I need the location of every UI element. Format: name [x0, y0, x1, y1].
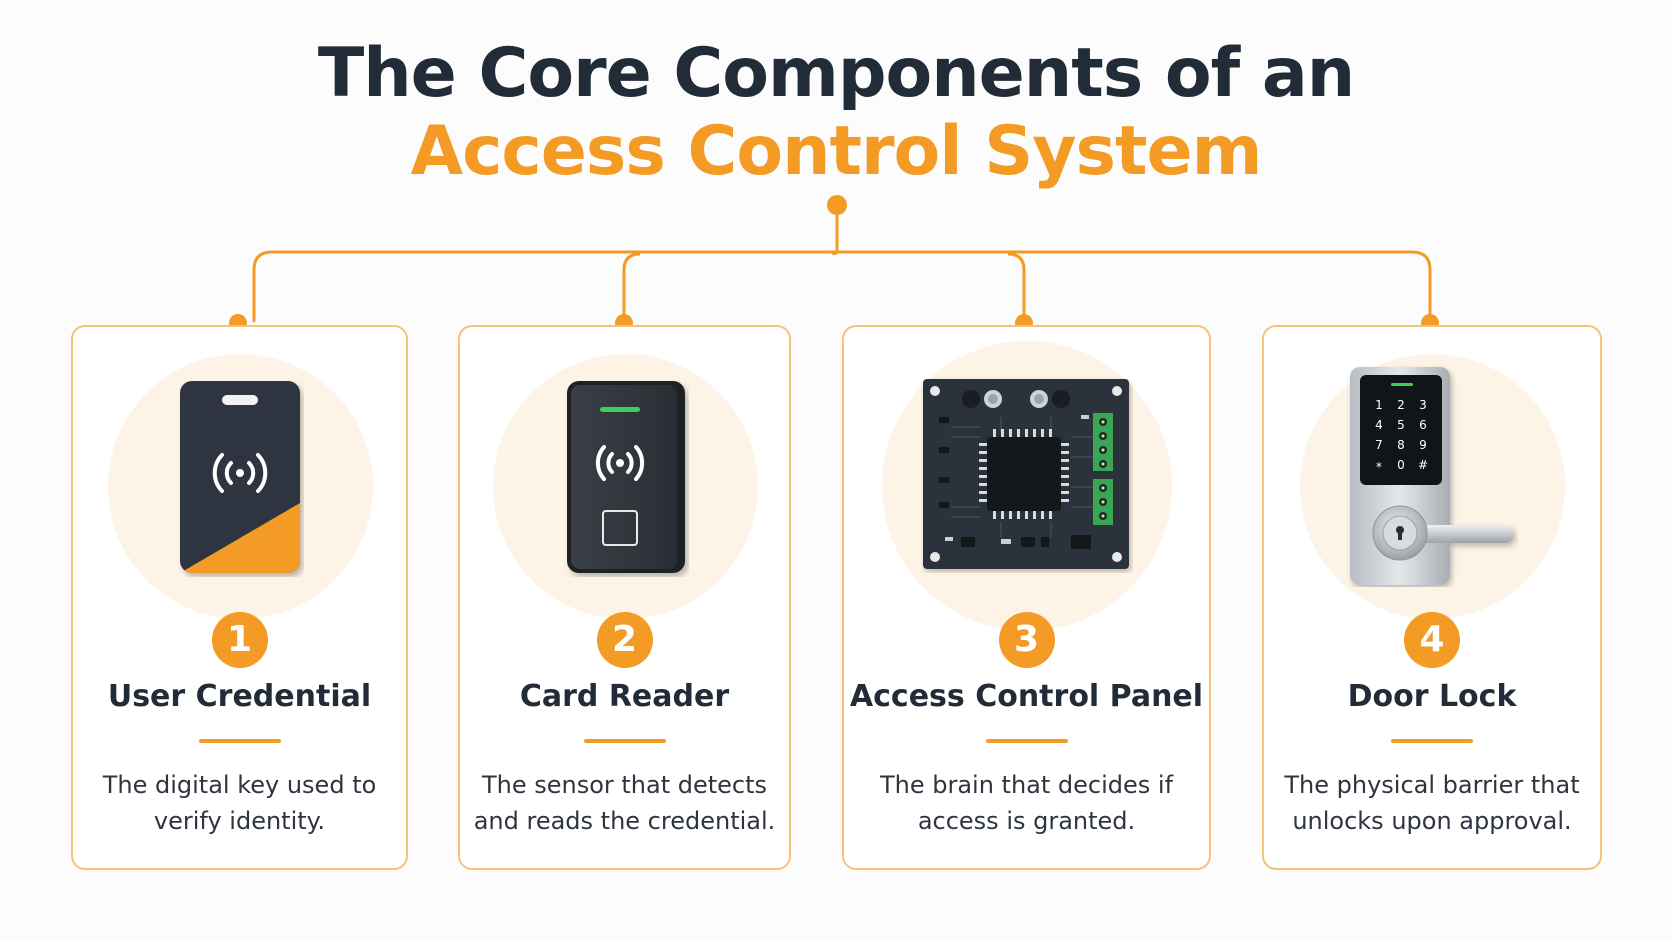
keypad-door-lock-icon: 1 2 3 4 5 6 7 8 9 * 0 #: [1350, 367, 1514, 585]
title-underline: [583, 739, 666, 743]
title-underline: [1391, 739, 1473, 743]
keypad-key: 1: [1375, 398, 1383, 412]
keypad-key: #: [1418, 458, 1428, 472]
keypad-key: 0: [1397, 458, 1405, 472]
component-title: Card Reader: [519, 679, 730, 714]
keypad-key: 6: [1419, 418, 1427, 432]
step-number-badge: 2: [596, 612, 653, 668]
keypad-key: 5: [1397, 418, 1405, 432]
title-line-1: The Core Components of an: [317, 34, 1355, 113]
component-card-user-credential: 1 User Credential The digital key used t…: [71, 325, 408, 870]
component-card-access-control-panel: 3 Access Control Panel The brain that de…: [842, 325, 1211, 870]
title-underline: [198, 739, 281, 743]
component-title: User Credential: [107, 679, 372, 714]
component-description: The digital key used to verify identity.: [102, 771, 377, 835]
keypad-key: 3: [1419, 398, 1427, 412]
connector-top-dot: [827, 195, 847, 215]
connector-branch-3: [1007, 252, 1026, 322]
keypad-key: 9: [1419, 438, 1427, 452]
step-number-badge: 1: [211, 612, 268, 668]
keypad-key: 2: [1397, 398, 1405, 412]
component-title: Door Lock: [1347, 679, 1517, 714]
component-card-door-lock: 1 2 3 4 5 6 7 8 9 * 0 # 4 Door Lock The …: [1262, 325, 1602, 870]
keypad-keys: 1 2 3 4 5 6 7 8 9 * 0 #: [1375, 398, 1428, 474]
connector-branch-2: [622, 252, 641, 322]
keypad-key: 4: [1375, 418, 1383, 432]
rfid-card-icon: [179, 381, 300, 573]
connector-bus: [252, 250, 1432, 322]
keypad-key: *: [1376, 460, 1382, 474]
component-description: The brain that decides if access is gran…: [879, 771, 1174, 835]
component-description: The sensor that detects and reads the cr…: [473, 771, 776, 835]
title-underline: [985, 739, 1068, 743]
component-title: Access Control Panel: [849, 679, 1204, 714]
circuit-board-icon: [922, 379, 1129, 569]
keypad-key: 7: [1375, 438, 1383, 452]
title-line-2: Access Control System: [410, 112, 1262, 191]
keypad-key: 8: [1397, 438, 1405, 452]
component-description: The physical barrier that unlocks upon a…: [1284, 771, 1580, 835]
step-number-badge: 3: [998, 612, 1055, 668]
component-card-card-reader: 2 Card Reader The sensor that detects an…: [458, 325, 791, 870]
card-reader-icon: [566, 381, 685, 573]
step-number-badge: 4: [1404, 612, 1460, 668]
